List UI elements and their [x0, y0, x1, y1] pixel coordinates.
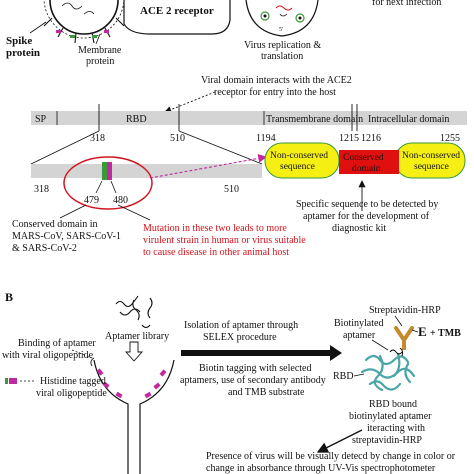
membrane-pointer — [95, 33, 101, 45]
mutation-text-3: to cause disease in other animal host — [143, 247, 289, 258]
conserved-line1: Conserved — [343, 153, 384, 163]
rbd-bound-text-2: biotinylated aptamer — [349, 411, 432, 422]
pos-480: 480 — [113, 195, 128, 206]
specific-text-3: diagnostic kit — [332, 223, 386, 234]
conserved-text-2: MARS-CoV, SARS-CoV-1 — [12, 231, 121, 242]
membrane-label: Membrane — [78, 45, 122, 56]
specific-text-2: aptamer for the development of — [303, 211, 430, 222]
rbd-label: RBD — [126, 114, 147, 125]
sequence-callout — [264, 142, 466, 179]
binding-text-2: with viral oligopeptide — [2, 350, 94, 361]
intracellular-label: Intracellular domain — [368, 114, 449, 125]
histidine-text-1: Histidine tagged — [40, 376, 106, 387]
biotinylated-label-1: Biotinylated — [334, 318, 383, 329]
aptamer-library-icon — [115, 295, 153, 329]
isolation-text-2: SELEX procedure — [203, 332, 277, 343]
pos-1255: 1255 — [440, 133, 460, 144]
streptavidin-hrp-shape — [394, 326, 414, 344]
rbd-pointer — [353, 373, 365, 377]
mutation-text-1: Mutation in these two leads to more — [143, 223, 287, 234]
specific-text-1: Specific sequence to be detected by — [296, 199, 438, 210]
pos-1215: 1215 — [339, 133, 359, 144]
biotin-text-3: and TMB substrate — [228, 387, 305, 398]
nc-seq-2-line1: Non-conserved — [402, 151, 460, 161]
zoom-start-318: 318 — [34, 184, 49, 195]
selex-well — [93, 359, 175, 474]
protein-domain-bar — [31, 104, 467, 131]
sp-label: SP — [35, 114, 47, 125]
spike-label: Spike — [6, 35, 32, 47]
mutation-text-2: virulent strain in human or virus suitab… — [143, 235, 306, 246]
zoom-line-left — [30, 130, 100, 165]
site-480-arrow — [110, 180, 117, 194]
svg-text:5': 5' — [279, 27, 283, 33]
aptamer-on-rbd — [389, 347, 404, 357]
tmb-label: + TMB — [430, 328, 461, 339]
conserved-pointer — [59, 204, 87, 219]
replication-cell: 5' — [245, 0, 319, 37]
isolation-text-1: Isolation of aptamer through — [184, 320, 298, 331]
conserved-line2: domain — [352, 164, 381, 174]
enzyme-e-label: E — [418, 324, 427, 339]
conserved-text-1: Conserved domain in — [12, 219, 98, 230]
histidine-text-2: viral oligopeptide — [36, 388, 107, 399]
ace2-label: ACE 2 receptor — [140, 5, 214, 17]
membrane-label-2: protein — [86, 56, 114, 67]
panel-b-label: B — [5, 290, 13, 304]
rbd-bound-text-4: streptavidin-HRP — [352, 435, 422, 446]
mutation-highlight-oval — [63, 156, 153, 210]
nc-seq-2-line2: sequence — [414, 162, 449, 172]
spike-label-2: protein — [6, 47, 40, 59]
nc-seq-1-line1: Non-conserved — [270, 151, 328, 161]
binding-text-1: Binding of aptamer — [18, 338, 96, 349]
aptamer-library-label: Aptamer library — [105, 331, 169, 342]
ace2-cell — [123, 0, 231, 35]
biotin-text-2: aptamers, use of secondary antibody — [180, 375, 326, 386]
rbd-protein-structure — [360, 352, 416, 392]
aptamer-down-arrow — [124, 341, 144, 362]
pos-1216: 1216 — [361, 133, 381, 144]
oligopeptide-tags — [90, 357, 167, 399]
pos-510: 510 — [170, 133, 185, 144]
mutation-site-479 — [102, 162, 107, 180]
streptavidin-label: Streptavidin-HRP — [369, 305, 441, 316]
pos-479: 479 — [84, 195, 99, 206]
mutation-site-480 — [107, 162, 112, 180]
pos-318: 318 — [90, 133, 105, 144]
histidine-tag-icon — [5, 378, 17, 384]
replication-label-2: translation — [261, 51, 303, 62]
presence-text-1: Presence of virus will be visually detec… — [206, 451, 456, 462]
conserved-text-3: & SARS-CoV-2 — [12, 243, 77, 254]
spike-pointer — [29, 21, 47, 34]
virus-particle — [43, 0, 125, 44]
next-infection-label: for next infection — [372, 0, 441, 8]
site-479-arrow — [95, 180, 103, 194]
streptavidin-pointer — [394, 315, 403, 327]
biotin-text-1: Biotin tagging with selected — [199, 363, 311, 374]
detection-arrow — [316, 429, 363, 453]
process-arrow — [181, 345, 342, 361]
zoom-end-510: 510 — [224, 184, 239, 195]
pos-1194: 1194 — [256, 133, 276, 144]
rbd-bound-text-1: RBD bound — [369, 399, 417, 410]
viral-domain-text-2: receptor for entry into the host — [214, 87, 336, 98]
biotinylated-label-2: aptamer — [343, 330, 376, 341]
presence-text-2: change in absorbance through UV-Vis spec… — [206, 463, 436, 474]
enzyme-link — [411, 329, 419, 333]
rbd-bound-text-3: iteracting with — [367, 423, 425, 434]
viral-domain-arrow — [164, 91, 216, 114]
viral-domain-text: Viral domain interacts with the ACE2 — [201, 75, 352, 86]
rbd-label-b: RBD — [333, 371, 354, 382]
replication-label: Virus replication & — [244, 40, 321, 51]
nc-seq-1-line2: sequence — [280, 162, 315, 172]
biotinylated-pointer — [371, 339, 389, 351]
transmembrane-label: Transmembrane domain — [266, 114, 363, 125]
binding-pointer — [71, 349, 93, 359]
mutation-pointer — [117, 204, 151, 221]
zoom-line-right — [178, 130, 263, 165]
